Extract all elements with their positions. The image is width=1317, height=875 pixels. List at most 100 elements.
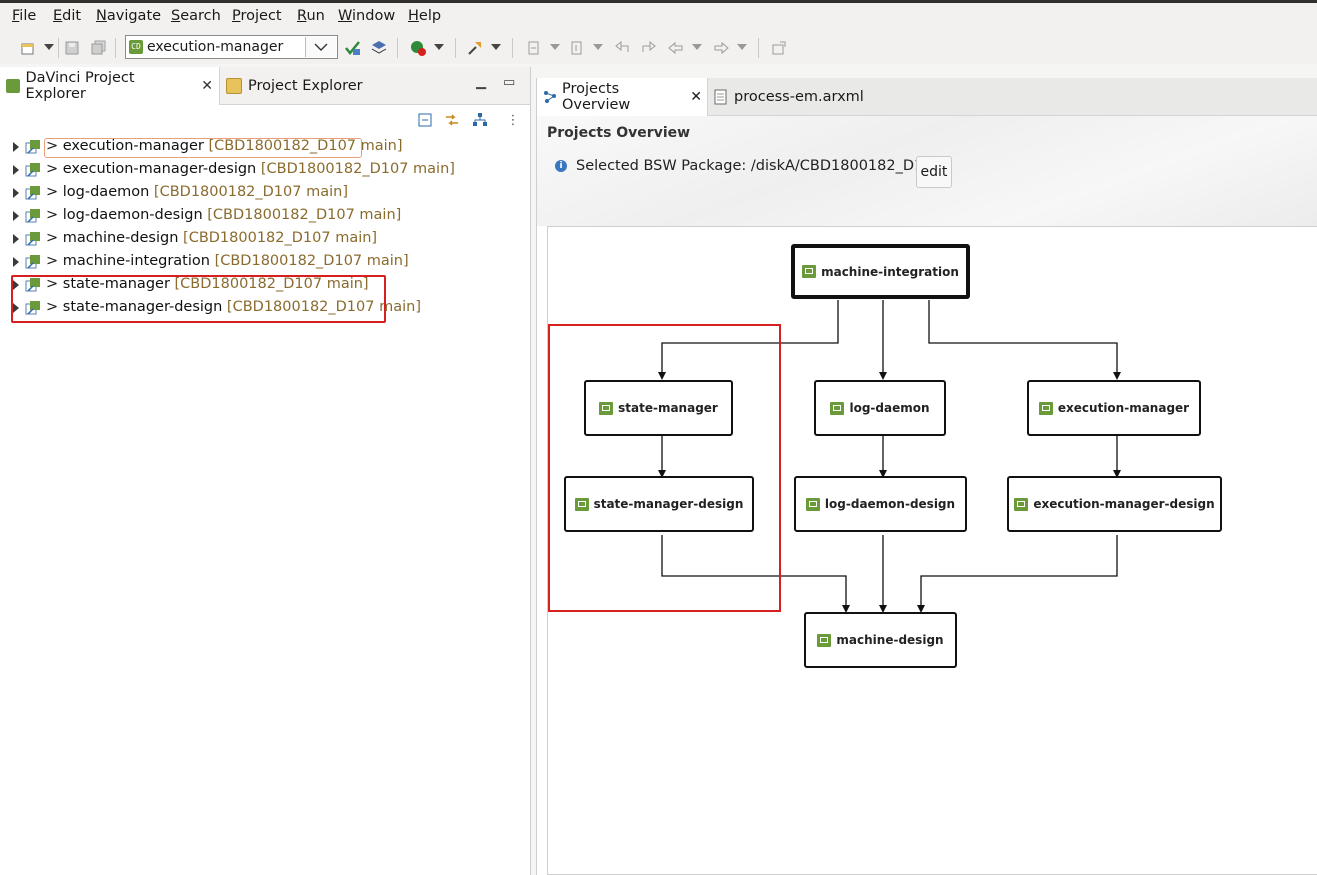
project-icon [805, 497, 820, 511]
node-label: log-daemon-design [824, 497, 956, 511]
expand-icon[interactable] [13, 211, 19, 221]
forward-dropdown-icon[interactable] [737, 44, 747, 50]
node-state-manager[interactable]: state-manager [584, 380, 733, 436]
hierarchy-icon[interactable] [470, 110, 490, 130]
tab-davinci-project-explorer[interactable]: DaVinci Project Explorer ✕ [0, 67, 220, 105]
close-icon[interactable]: ✕ [201, 78, 213, 94]
new-dropdown-icon[interactable] [44, 44, 54, 50]
selected-package-text: Selected BSW Package: /diskA/CBD1800182_… [576, 158, 942, 174]
tree-item[interactable]: > log-daemon [CBD1800182_D107 main] [0, 183, 520, 205]
tree-item[interactable]: > execution-manager-design [CBD1800182_D… [0, 160, 520, 182]
layers-icon[interactable] [367, 36, 391, 60]
forward-edit-icon[interactable] [637, 36, 661, 60]
project-icon [1038, 401, 1053, 415]
annotation-box-left [11, 275, 386, 323]
generate-icon[interactable] [463, 36, 487, 60]
back-icon[interactable] [664, 36, 688, 60]
node-log-daemon-design[interactable]: log-daemon-design [794, 476, 967, 532]
toolbar-separator [758, 38, 759, 58]
collapse-all-icon[interactable] [415, 110, 435, 130]
menu-file[interactable]: File [12, 8, 37, 24]
project-combo[interactable]: CD execution-manager [125, 35, 338, 59]
tree-item-prefix: > [46, 299, 63, 315]
node-machine-integration[interactable]: machine-integration [791, 244, 970, 299]
run-config-icon[interactable] [406, 36, 430, 60]
tree-item-name: execution-manager-design [62, 161, 257, 177]
annotation-box-right [548, 324, 781, 612]
tree-item-branch: [CBD1800182_D107 main] [214, 253, 409, 269]
pin-editor-icon[interactable] [767, 36, 791, 60]
project-icon [25, 232, 40, 246]
save-icon[interactable] [60, 36, 84, 60]
node-execution-manager[interactable]: execution-manager [1027, 380, 1201, 436]
expand-icon[interactable] [13, 257, 19, 267]
prev-annotation-dropdown-icon[interactable] [593, 44, 603, 50]
expand-icon[interactable] [13, 165, 19, 175]
toolbar-separator [58, 38, 59, 58]
menu-navigate[interactable]: Navigate [96, 8, 162, 24]
last-edit-icon[interactable] [610, 36, 634, 60]
tree-item-prefix: > [46, 276, 63, 292]
menu-search[interactable]: Search [171, 8, 221, 24]
node-log-daemon[interactable]: log-daemon [814, 380, 946, 436]
file-icon [714, 89, 728, 105]
menu-edit[interactable]: Edit [53, 8, 82, 24]
node-execution-manager-design[interactable]: execution-manager-design [1007, 476, 1222, 532]
view-menu-icon[interactable]: ⋮ [506, 112, 520, 128]
tab-projects-overview[interactable]: Projects Overview ✕ [537, 78, 708, 116]
run-dropdown-icon[interactable] [434, 44, 444, 50]
back-dropdown-icon[interactable] [692, 44, 702, 50]
generate-dropdown-icon[interactable] [491, 44, 501, 50]
tree-item[interactable]: > machine-design [CBD1800182_D107 main] [0, 229, 520, 251]
menu-project[interactable]: Project [232, 8, 282, 24]
tree-item-branch: [CBD1800182_D107 main] [174, 276, 369, 292]
expand-icon[interactable] [13, 142, 19, 152]
new-icon[interactable] [16, 36, 40, 60]
selected-package-info: i Selected BSW Package: /diskA/CBD180018… [555, 158, 942, 174]
next-annotation-dropdown-icon[interactable] [550, 44, 560, 50]
tab-process-em-arxml[interactable]: process-em.arxml [709, 78, 869, 116]
expand-icon[interactable] [13, 234, 19, 244]
tree-item-name: state-manager-design [62, 299, 223, 315]
project-icon: CD [129, 40, 143, 54]
edit-button[interactable]: edit [916, 156, 952, 188]
overview-icon [542, 89, 558, 105]
tree-item[interactable]: > log-daemon-design [CBD1800182_D107 mai… [0, 206, 520, 228]
tree-item[interactable]: > execution-manager [CBD1800182_D107 mai… [0, 137, 520, 159]
node-label: machine-design [836, 633, 944, 647]
menu-run[interactable]: Run [297, 8, 325, 24]
tree-item-name: state-manager [62, 276, 170, 292]
tree-item-branch: [CBD1800182_D107 main] [153, 184, 348, 200]
project-icon [25, 140, 40, 154]
prev-annotation-icon[interactable] [565, 36, 589, 60]
expand-icon[interactable] [13, 303, 19, 313]
tree-item[interactable]: > state-manager-design [CBD1800182_D107 … [0, 298, 520, 320]
chevron-down-icon[interactable] [305, 37, 336, 57]
close-icon[interactable]: ✕ [690, 89, 702, 105]
link-with-editor-icon[interactable] [442, 110, 462, 130]
maximize-icon[interactable]: ▭ [503, 75, 516, 90]
next-annotation-icon[interactable] [522, 36, 546, 60]
tree-item-branch: [CBD1800182_D107 main] [207, 207, 402, 223]
menu-window[interactable]: Window [338, 8, 396, 24]
menu-help[interactable]: Help [408, 8, 442, 24]
minimize-icon[interactable]: ▁ [476, 75, 486, 90]
selected-item-highlight [44, 138, 362, 158]
tab-project-explorer[interactable]: Project Explorer [220, 67, 369, 105]
tree-item[interactable]: > state-manager [CBD1800182_D107 main] [0, 275, 520, 297]
toolbar-separator [512, 38, 513, 58]
expand-icon[interactable] [13, 188, 19, 198]
node-machine-design[interactable]: machine-design [804, 612, 957, 668]
validate-icon[interactable] [341, 36, 365, 60]
tree-item-branch: [CBD1800182_D107 main] [260, 161, 455, 177]
menu-bar: File Edit Navigate Search Project Run Wi… [0, 0, 1317, 32]
tab-label: process-em.arxml [734, 89, 864, 105]
tree-item-prefix: > [46, 138, 63, 154]
forward-icon[interactable] [709, 36, 733, 60]
tree-item[interactable]: > machine-integration [CBD1800182_D107 m… [0, 252, 520, 274]
node-state-manager-design[interactable]: state-manager-design [564, 476, 754, 532]
project-icon [599, 401, 614, 415]
save-all-icon[interactable] [87, 36, 111, 60]
expand-icon[interactable] [13, 280, 19, 290]
node-label: machine-integration [821, 264, 959, 279]
